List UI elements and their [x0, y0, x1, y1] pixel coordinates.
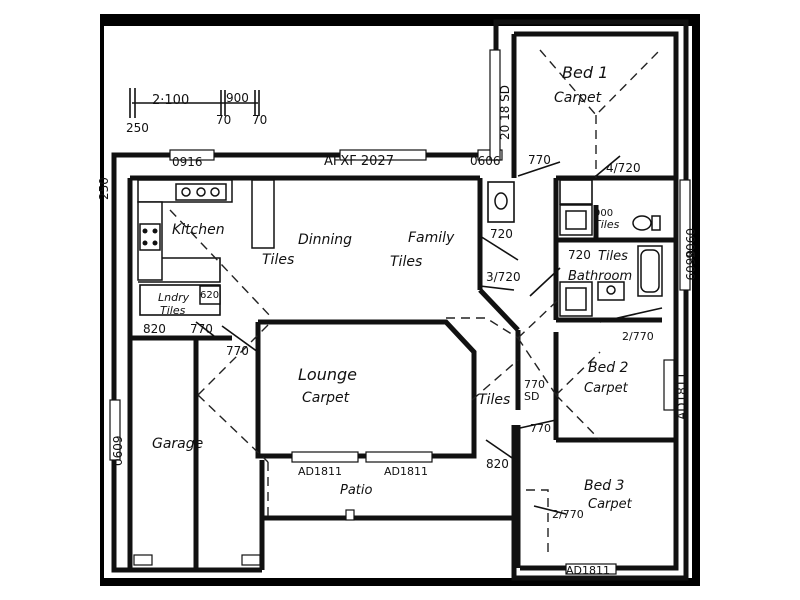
floor-finish: Carpet [302, 390, 350, 406]
window-code: 0906 [683, 228, 697, 259]
door-code: AD1811 [298, 465, 342, 478]
door-size: 620 [200, 290, 219, 301]
floor-finish: Carpet [588, 497, 633, 512]
floor-finish: Tiles [594, 218, 620, 231]
laundry-tub [199, 285, 221, 305]
door-code: AD1811 [675, 372, 689, 420]
room-kitchen: Kitchen [172, 222, 225, 238]
cooktop [139, 223, 161, 251]
scan-border-right [692, 14, 700, 586]
door-size: 720 [490, 227, 513, 241]
room-bed-3: Bed 3 [584, 478, 624, 494]
door-size: 770 [190, 322, 213, 336]
scan-border-bottom [100, 578, 700, 586]
room-bathroom: Bathroom [568, 269, 632, 284]
toilet-icon [494, 192, 508, 210]
dimension-900-wc: 900 [594, 208, 613, 219]
window-code: 20 18 SD [498, 85, 512, 140]
room-dinning: Dinning [298, 232, 352, 248]
dimension-250-side: 250 [97, 177, 111, 200]
door-size: 820 [486, 457, 509, 471]
door-swings [195, 155, 663, 515]
room-family: Family [408, 230, 455, 246]
floor-finish: Carpet [584, 381, 629, 396]
door-code: AD1811 [384, 465, 428, 478]
dimension-250: 250 [126, 121, 149, 135]
room-bed-1: Bed 1 [562, 63, 608, 82]
door-size: 770 [530, 422, 551, 435]
floor-finish: Tiles [390, 254, 422, 270]
room-lounge: Lounge [298, 365, 357, 384]
door-size: 2/770 [622, 330, 654, 343]
sink-bowl-icon [196, 187, 206, 197]
dimension-labels: 2·100 900 250 70 70 250 [97, 91, 267, 200]
door-labels: 770 4/720 720 3/720 720 820 770 770 2/77… [143, 153, 654, 521]
room-patio: Patio [340, 483, 373, 498]
dimension-70: 70 [216, 113, 231, 127]
door-size: 2/770 [552, 508, 584, 521]
door-size: 720 [568, 248, 591, 262]
island-bench [251, 179, 275, 249]
window-code: 0609 [111, 435, 125, 466]
windows [109, 49, 691, 575]
door-size: 770 [226, 344, 249, 358]
door-size: 820 [143, 322, 166, 336]
floor-finish: Carpet [554, 90, 602, 106]
door-size: 4/720 [606, 161, 641, 175]
floor-finish: Tiles [262, 252, 294, 268]
floor-finish: Tiles [478, 392, 510, 408]
room-garage: Garage [152, 436, 203, 452]
floor-finish: Tiles [598, 249, 628, 264]
dimension-900: 900 [226, 91, 249, 105]
wc-cubicle [487, 181, 515, 223]
scan-border-left [100, 14, 104, 586]
toilet-icon [632, 215, 652, 231]
interior-walls [130, 175, 676, 570]
floor-finish: Tiles [160, 304, 186, 317]
window-code: 0916 [172, 155, 203, 169]
opening-labels: 0916 AFXF 2027 0606 20 18 SD 0906 0609 0… [111, 85, 697, 577]
wet-area-fixtures [487, 179, 663, 317]
door-code: AD1811 [566, 564, 610, 577]
dashed-lines [169, 49, 661, 555]
dimension-line [129, 88, 260, 118]
laundry-fittings [139, 284, 221, 316]
window-code: 0609 [683, 250, 697, 281]
sink-bowl-icon [210, 187, 220, 197]
room-bed-2: Bed 2 [588, 360, 629, 376]
sink-bowl-icon [181, 187, 191, 197]
door-size: 770 [528, 153, 551, 167]
dimension-70: 70 [252, 113, 267, 127]
window-code: AFXF 2027 [324, 154, 394, 169]
door-size: 3/720 [486, 270, 521, 284]
room-laundry: Lndry [158, 291, 190, 304]
kitchen-fittings [137, 179, 275, 283]
dimension-2100: 2·100 [152, 93, 189, 108]
window-code: 0606 [470, 154, 501, 168]
room-labels: Bed 1 Carpet 900 Tiles Tiles Bathroom Ki… [152, 63, 633, 512]
